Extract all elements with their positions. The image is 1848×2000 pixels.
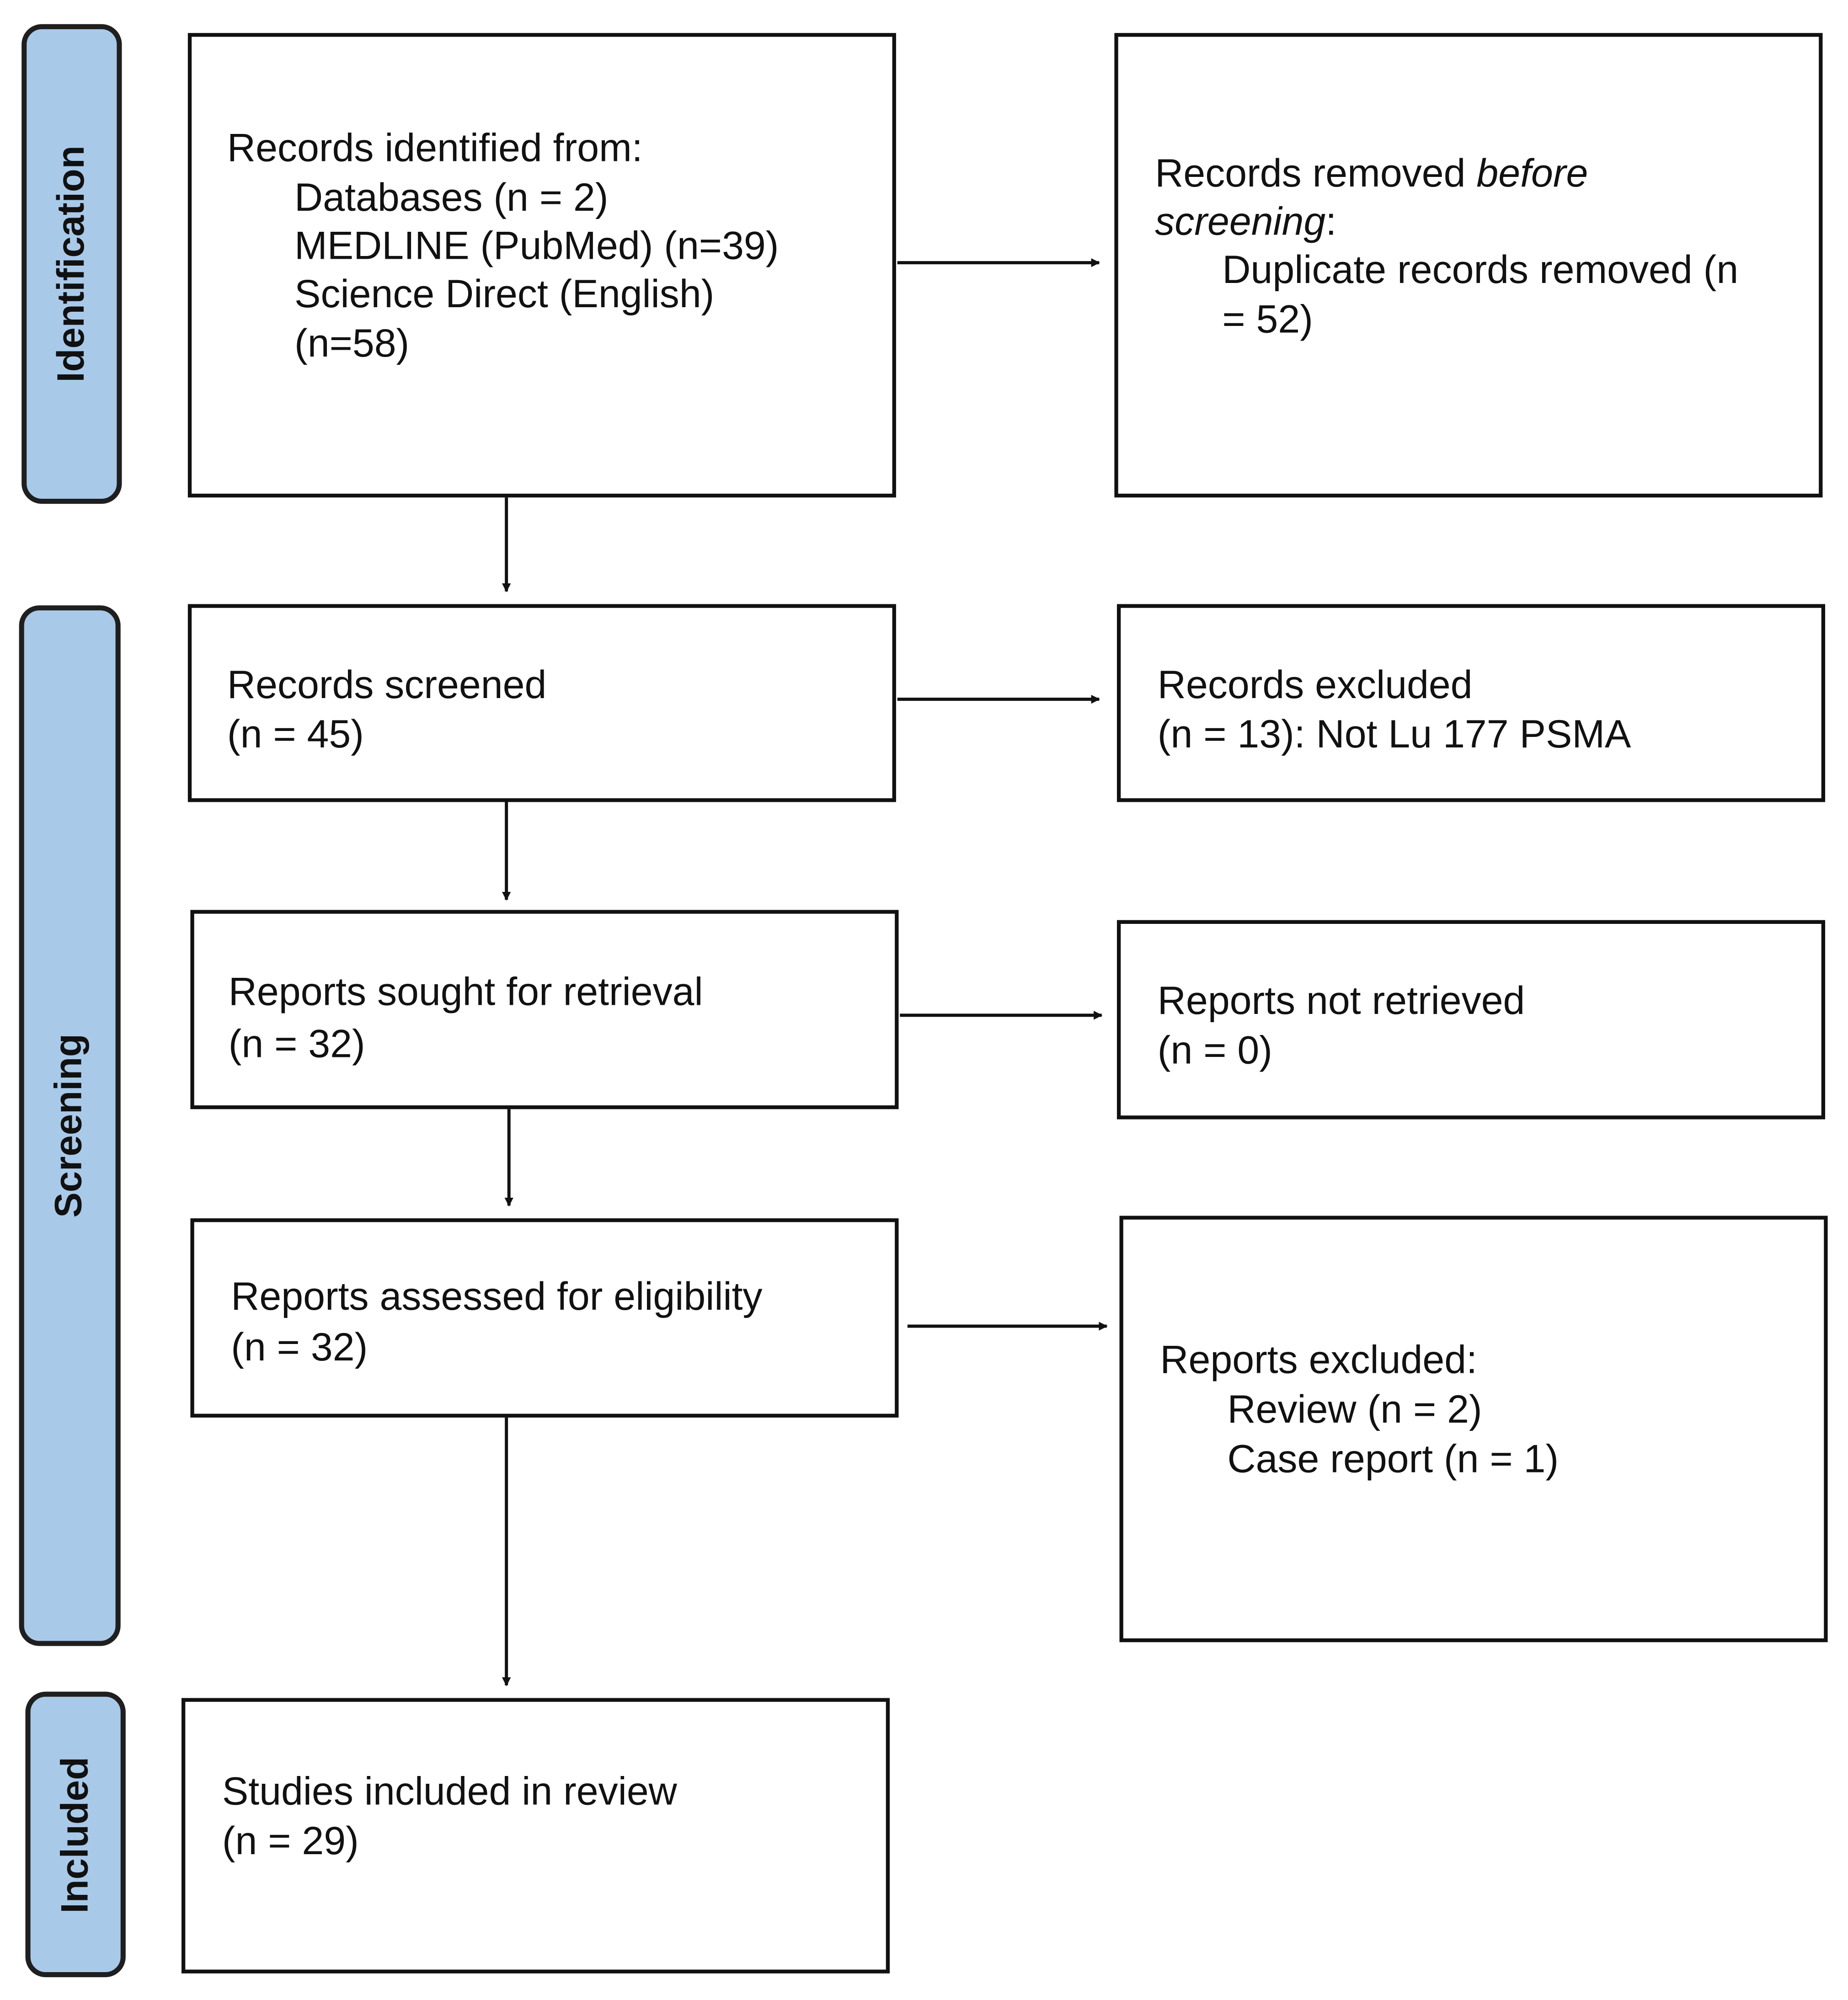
- reports-sought-label: Reports sought for retrieval: [228, 969, 703, 1014]
- reports-not-retrieved-label: Reports not retrieved: [1157, 978, 1525, 1023]
- sciencedirect-source: Science Direct (English): [294, 272, 715, 316]
- records-removed-prefix: Records removed: [1155, 151, 1477, 196]
- reports-excluded-case-report: Case report (n = 1): [1227, 1436, 1559, 1481]
- medline-count: MEDLINE (PubMed) (n=39): [294, 223, 779, 268]
- records-identified-box: Records identified from: Databases (n = …: [187, 33, 896, 498]
- records-excluded-detail: (n = 13): Not Lu 177 PSMA: [1157, 712, 1631, 757]
- reports-excluded-heading: Reports excluded:: [1160, 1338, 1478, 1382]
- records-screened-count: (n = 45): [227, 712, 364, 757]
- records-removed-screening: screening: [1155, 199, 1326, 244]
- reports-sought-box: Reports sought for retrieval (n = 32): [190, 910, 899, 1109]
- records-excluded-label: Records excluded: [1157, 662, 1473, 707]
- records-identified-heading: Records identified from:: [227, 125, 643, 170]
- reports-assessed-label: Reports assessed for eligibility: [231, 1274, 763, 1319]
- duplicates-removed-line1: Duplicate records removed (n: [1222, 247, 1739, 292]
- records-removed-heading-cont: screening:: [1155, 202, 1336, 241]
- records-screened-box: Records screened (n = 45): [187, 604, 896, 802]
- records-screened-label: Records screened: [227, 662, 547, 707]
- duplicates-removed-line2: = 52): [1222, 297, 1313, 341]
- reports-not-retrieved-count: (n = 0): [1157, 1028, 1272, 1072]
- databases-count: Databases (n = 2): [294, 175, 609, 220]
- phase-identification: Identification: [21, 24, 122, 504]
- phase-included-label: Included: [53, 1756, 96, 1913]
- studies-included-label: Studies included in review: [222, 1769, 677, 1814]
- reports-excluded-review: Review (n = 2): [1227, 1387, 1482, 1432]
- records-removed-before: before: [1476, 151, 1588, 196]
- records-removed-heading: Records removed before: [1155, 154, 1588, 193]
- records-removed-colon: :: [1325, 199, 1337, 244]
- records-removed-box: Records removed before screening: Duplic…: [1114, 33, 1823, 498]
- reports-assessed-count: (n = 32): [231, 1325, 368, 1370]
- phase-screening-label: Screening: [48, 1034, 91, 1218]
- sciencedirect-count: (n=58): [294, 321, 410, 366]
- studies-included-box: Studies included in review (n = 29): [181, 1698, 890, 1973]
- reports-assessed-box: Reports assessed for eligibility (n = 32…: [190, 1218, 899, 1418]
- studies-included-count: (n = 29): [222, 1819, 359, 1863]
- records-excluded-box: Records excluded (n = 13): Not Lu 177 PS…: [1116, 604, 1826, 802]
- phase-screening: Screening: [19, 605, 121, 1646]
- phase-identification-label: Identification: [50, 145, 92, 383]
- reports-not-retrieved-box: Reports not retrieved (n = 0): [1116, 920, 1826, 1120]
- reports-excluded-box: Reports excluded: Review (n = 2) Case re…: [1119, 1216, 1828, 1643]
- phase-included: Included: [25, 1691, 126, 1978]
- reports-sought-count: (n = 32): [228, 1021, 365, 1066]
